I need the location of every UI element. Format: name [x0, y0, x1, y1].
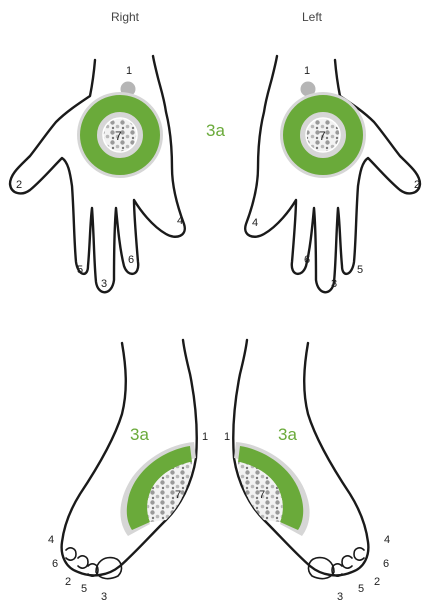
left-hand-label-1: 1: [304, 65, 310, 77]
right-foot-toe-cluster: [66, 548, 98, 576]
right-hand-label-4: 4: [177, 215, 183, 227]
right-hand-label-3: 3: [101, 278, 107, 290]
left-foot-toe-cluster: [332, 548, 364, 576]
right-hand-label-7: 7: [115, 129, 122, 143]
right-foot-label-7: 7: [175, 489, 181, 501]
left-hand: 1 7 2 4 6 5 3: [245, 56, 420, 292]
right-hand-label-1: 1: [126, 65, 132, 77]
right-foot: 3a 1 7 4 6 2 5 3: [48, 340, 208, 603]
right-foot-label-3: 3: [101, 591, 107, 603]
left-header: Left: [302, 10, 323, 24]
left-hand-label-3: 3: [331, 278, 337, 290]
right-hand: 1 7 2 4 5 6 3: [10, 56, 185, 292]
right-foot-label-6: 6: [52, 558, 58, 570]
left-foot-label-7: 7: [259, 489, 265, 501]
right-header: Right: [111, 10, 140, 24]
left-foot-label-5: 5: [358, 583, 364, 595]
right-hand-label-6: 6: [128, 254, 134, 266]
left-hand-label-7: 7: [319, 129, 326, 143]
left-foot-label-3: 3: [337, 591, 343, 603]
right-hand-outline-icon: [10, 56, 185, 292]
right-foot-label-5: 5: [81, 583, 87, 595]
left-hand-label-2: 2: [414, 179, 420, 191]
left-foot-label-6: 6: [383, 558, 389, 570]
zone-label-center: 3a: [206, 121, 225, 140]
right-foot-label-2: 2: [65, 576, 71, 588]
left-foot-label-2: 2: [374, 576, 380, 588]
left-foot-label-4: 4: [384, 534, 390, 546]
left-foot-label-1: 1: [224, 431, 230, 443]
left-hand-label-4: 4: [252, 217, 258, 229]
right-foot-zone-label: 3a: [130, 425, 149, 444]
right-foot-label-4: 4: [48, 534, 54, 546]
left-hand-label-5: 5: [357, 264, 363, 276]
right-foot-label-1: 1: [202, 431, 208, 443]
right-hand-label-2: 2: [16, 179, 22, 191]
left-foot: 3a 1 7 4 6 2 5 3: [224, 340, 390, 603]
left-foot-zone-label: 3a: [278, 425, 297, 444]
right-hand-label-5: 5: [77, 264, 83, 276]
left-hand-label-6: 6: [304, 254, 310, 266]
